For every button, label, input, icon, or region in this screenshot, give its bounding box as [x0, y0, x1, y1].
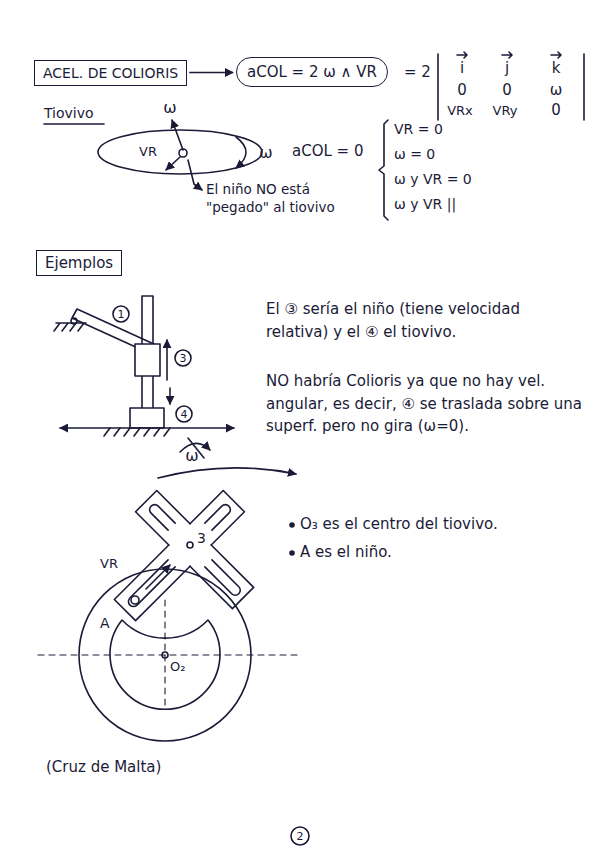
ground-hatch — [104, 428, 170, 436]
arm-slot — [148, 503, 176, 531]
cross-arm — [190, 545, 254, 609]
condition: VR = 0 — [394, 120, 443, 138]
sliding-block — [130, 408, 164, 428]
note: El niño NO está "pegado" al tiovivo — [206, 181, 356, 216]
determinant-bar — [437, 54, 439, 120]
determinant-bar — [583, 54, 585, 120]
point-label: 3 — [197, 529, 206, 547]
ground-line — [60, 427, 234, 429]
unit-vector: i — [460, 61, 464, 76]
note: El ③ sería el niño (tiene velocidad rela… — [266, 298, 584, 343]
box-text: aCOL = 2 ω ∧ VR — [247, 63, 377, 81]
velocity-label: VR — [139, 145, 157, 158]
rotation-label: ω — [185, 448, 198, 464]
condition: ω y VR = 0 — [394, 170, 472, 188]
condition: ω = 0 — [394, 145, 435, 163]
box-text: ACEL. DE COLIORIS — [43, 65, 178, 81]
point-label: O₂ — [170, 659, 185, 676]
callout-circle — [113, 306, 129, 322]
callout-number: 3 — [180, 353, 187, 364]
rotation-arrow — [236, 137, 246, 168]
cross-arm — [136, 491, 190, 545]
arm-outline — [190, 545, 254, 609]
arm-outline — [136, 491, 190, 545]
velocity-arrow — [166, 157, 180, 170]
matrix-cell: ω — [550, 83, 563, 98]
rotation-arrow — [158, 468, 296, 478]
matrix-cell: 0 — [457, 83, 467, 98]
omega-vector — [172, 120, 183, 150]
matrix-cell: VRy — [493, 104, 518, 117]
bullet — [290, 523, 294, 527]
formula-text: aCOL = 0 — [292, 142, 363, 162]
drawing — [38, 52, 584, 845]
velocity-arrow — [146, 565, 170, 589]
callout-circle — [176, 406, 192, 422]
vector-sign — [551, 52, 561, 58]
callout-number: 4 — [181, 409, 188, 420]
topic-box: ACEL. DE COLIORIS — [34, 60, 187, 86]
leader-line — [188, 160, 202, 190]
unit-vector: k — [552, 61, 561, 76]
pivot — [162, 652, 168, 658]
cross-arm — [114, 545, 190, 621]
ground-hatch — [54, 323, 86, 331]
matrix-cell: 0 — [502, 83, 512, 98]
bullet — [290, 551, 294, 555]
section-box: Ejemplos — [36, 250, 122, 276]
motion-arrow — [169, 388, 171, 404]
unit-vector: j — [505, 61, 509, 76]
pin — [131, 596, 139, 604]
arm-slot — [126, 560, 175, 609]
bullet-note: O₃ es el centro del tiovivo. — [300, 515, 498, 535]
matrix-cell: VRx — [447, 104, 473, 117]
merry-go-round — [98, 130, 262, 174]
velocity-label: VR — [100, 556, 118, 573]
formula-text: = 2 — [404, 63, 431, 83]
condition: ω y VR || — [394, 195, 456, 213]
brace — [379, 120, 388, 220]
box-text: Ejemplos — [45, 254, 113, 272]
page-number-circle — [291, 827, 309, 845]
center-line — [38, 654, 300, 655]
point-label: A — [100, 614, 110, 632]
child-dot — [179, 149, 187, 157]
arm-slot — [205, 503, 233, 531]
slider-collar — [135, 344, 160, 376]
heading: Tiovivo — [44, 104, 94, 122]
note: NO habría Colioris ya que no hay vel. an… — [266, 370, 584, 438]
rotation-label: ω — [259, 145, 272, 161]
vector-sign — [502, 52, 512, 58]
pivot — [187, 542, 193, 548]
vector-label: ω — [163, 100, 176, 116]
arm-outline — [114, 545, 190, 621]
caption-note: (Cruz de Malta) — [46, 758, 161, 778]
callout-circle — [175, 350, 191, 366]
underline — [44, 123, 104, 125]
velocity-arrow — [166, 340, 168, 380]
arm-slot — [205, 560, 242, 597]
bullet-note: A es el niño. — [300, 543, 392, 563]
vector-sign — [457, 52, 467, 58]
formula-box: aCOL = 2 ω ∧ VR — [236, 57, 388, 87]
connector-arrow — [189, 72, 233, 74]
page-number: 2 — [297, 831, 304, 842]
matrix-cell: 0 — [551, 103, 561, 118]
callout-number: 1 — [118, 309, 125, 320]
